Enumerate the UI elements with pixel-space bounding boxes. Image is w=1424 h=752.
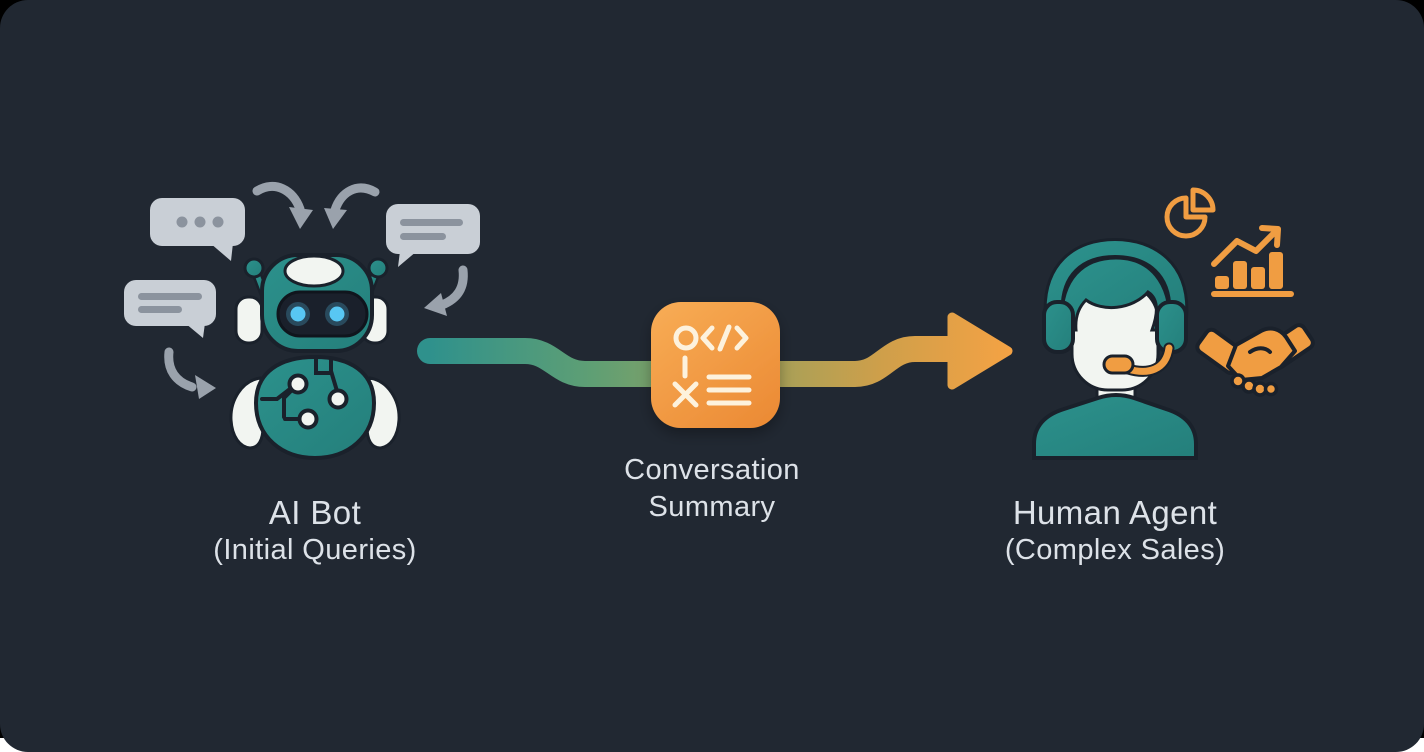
- handshake-icon: [1195, 323, 1315, 397]
- curved-arrow-icon: [324, 183, 380, 229]
- flow-arrowhead: [947, 312, 1013, 390]
- curved-arrow-icon: [424, 265, 468, 316]
- ai-bot-label: AI Bot (Initial Queries): [213, 494, 416, 568]
- human-agent-label: Human Agent (Complex Sales): [1005, 494, 1225, 568]
- code-icon: [700, 324, 749, 352]
- pie-chart-icon: [1164, 187, 1216, 239]
- support-agent-icon: [1032, 237, 1198, 460]
- summary-line2: Summary: [648, 491, 776, 523]
- curved-arrow-icon: [252, 182, 313, 229]
- summary-line1: Conversation: [624, 454, 800, 486]
- chat-bubble-message-icon: [124, 280, 216, 338]
- chat-bubble-typing-icon: [150, 198, 245, 261]
- list-icon: [706, 374, 752, 406]
- summary-label: Conversation Summary: [624, 452, 800, 526]
- robot-eye: [290, 306, 306, 322]
- human-agent-illustration: [1032, 187, 1315, 460]
- curved-arrow-icon: [164, 347, 216, 399]
- ai-bot-illustration: [124, 182, 480, 461]
- ai-robot-icon: [229, 253, 401, 461]
- robot-eye: [329, 306, 345, 322]
- robot-circuit: [260, 357, 349, 430]
- ai-bot-subtitle: (Initial Queries): [213, 534, 417, 566]
- growth-chart-icon: [1211, 225, 1294, 297]
- ai-bot-title: AI Bot: [268, 494, 362, 531]
- summary-box: [651, 302, 780, 428]
- strategy-icon: [672, 325, 699, 408]
- human-agent-subtitle: (Complex Sales): [1004, 534, 1226, 566]
- human-agent-title: Human Agent: [1012, 494, 1218, 531]
- chat-bubble-message-icon: [386, 204, 480, 267]
